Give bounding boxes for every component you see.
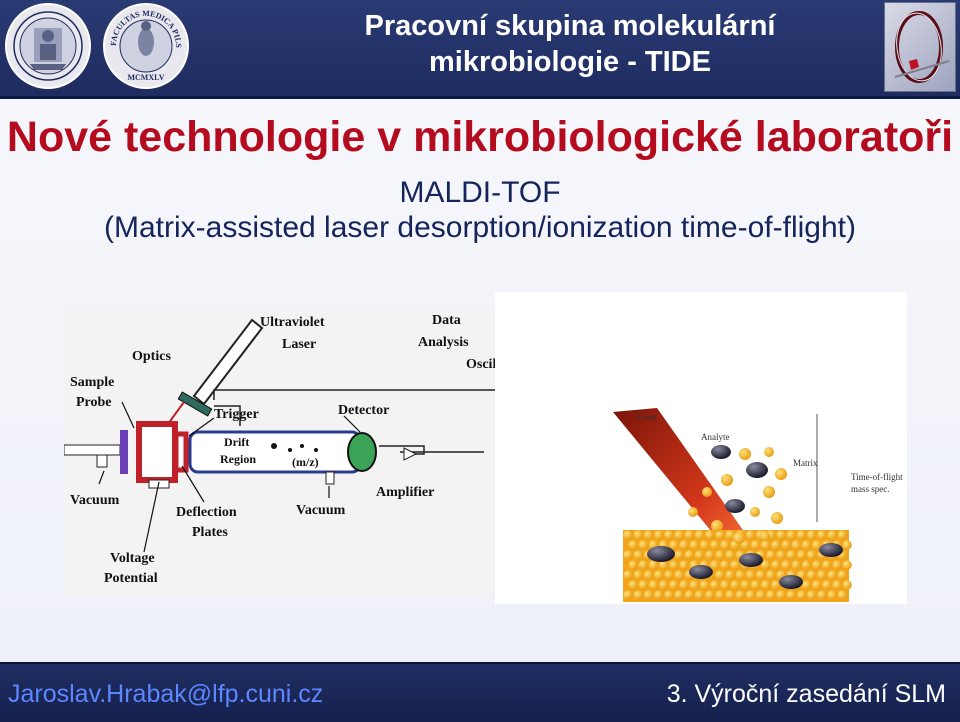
footer-bar: Jaroslav.Hrabak@lfp.cuni.cz 3. Výroční z… — [0, 662, 960, 722]
subtitle-line2: (Matrix-assisted laser desorption/ioniza… — [104, 211, 856, 244]
label-ultraviolet: Ultraviolet — [260, 315, 325, 330]
label-laser: Laser — [282, 337, 316, 352]
label-detector: Detector — [338, 403, 389, 418]
maldi-tof-schematic: Ultraviolet Laser Data Analysis Optics O… — [63, 306, 566, 594]
header-bar: FACULTAS MEDICA PILSNENSIS MCMXLV Pracov… — [0, 0, 960, 99]
header-title-line1: Pracovní skupina molekulární — [364, 10, 776, 42]
label-probe: Probe — [76, 395, 112, 410]
footer-event: 3. Výroční zasedání SLM — [666, 680, 946, 708]
header-title-line2: mikrobiologie - TIDE — [429, 46, 711, 78]
ion-source-block — [136, 421, 178, 483]
label-region: Region — [220, 452, 256, 466]
subtitle-line1: MALDI-TOF — [399, 176, 561, 209]
detector-icon — [347, 432, 377, 472]
label-analyte: Analyte — [701, 432, 730, 442]
label-tof-line2: mass spec. — [851, 484, 890, 494]
drift-tube — [188, 430, 362, 474]
maldi-ionization-drawing: Laser Analyte Matrix Time-of-flight mass… — [603, 404, 907, 604]
svg-text:MCMXLV: MCMXLV — [127, 73, 164, 82]
analyte-ion-icon — [711, 445, 731, 459]
slide-title: Nové technologie v mikrobiologické labor… — [6, 113, 954, 161]
label-plates: Plates — [192, 525, 228, 540]
label-mz: (m/z) — [292, 455, 319, 469]
label-optics: Optics — [132, 349, 171, 364]
label-voltage: Voltage — [110, 551, 155, 566]
maldi-tof-schematic-drawing: Ultraviolet Laser Data Analysis Optics O… — [63, 313, 540, 586]
laser-tube-icon — [192, 318, 264, 406]
probe-plate — [120, 430, 128, 474]
amplifier-icon — [403, 447, 418, 461]
optics-lens-icon — [177, 391, 213, 417]
header-title: Pracovní skupina molekulární mikrobiolog… — [270, 8, 870, 80]
label-sample: Sample — [70, 375, 114, 390]
charles-university-seal-icon — [5, 3, 91, 89]
label-trigger: Trigger — [214, 407, 259, 422]
label-laser-right: Laser — [637, 412, 657, 422]
tide-logo-icon — [894, 11, 950, 83]
label-data: Data — [432, 313, 461, 328]
label-potential: Potential — [104, 571, 158, 586]
label-amplifier: Amplifier — [376, 485, 434, 500]
slide-subtitle: MALDI-TOF (Matrix-assisted laser desorpt… — [0, 175, 960, 245]
label-matrix: Matrix — [793, 458, 818, 468]
label-drift: Drift — [224, 435, 249, 449]
faculty-medicine-pilsen-seal-icon: FACULTAS MEDICA PILSNENSIS MCMXLV — [102, 2, 189, 89]
sample-probe-icon — [63, 444, 121, 456]
label-vacuum-bottom: Vacuum — [296, 503, 346, 518]
tide-logo — [884, 2, 956, 92]
label-tof-line1: Time-of-flight — [851, 472, 903, 482]
footer-email-link[interactable]: Jaroslav.Hrabak@lfp.cuni.cz — [8, 680, 324, 708]
maldi-ionization-illustration: Laser Analyte Matrix Time-of-flight mass… — [495, 292, 907, 604]
label-vacuum-left: Vacuum — [70, 493, 120, 508]
label-analysis: Analysis — [418, 335, 469, 350]
label-deflection: Deflection — [176, 505, 237, 520]
